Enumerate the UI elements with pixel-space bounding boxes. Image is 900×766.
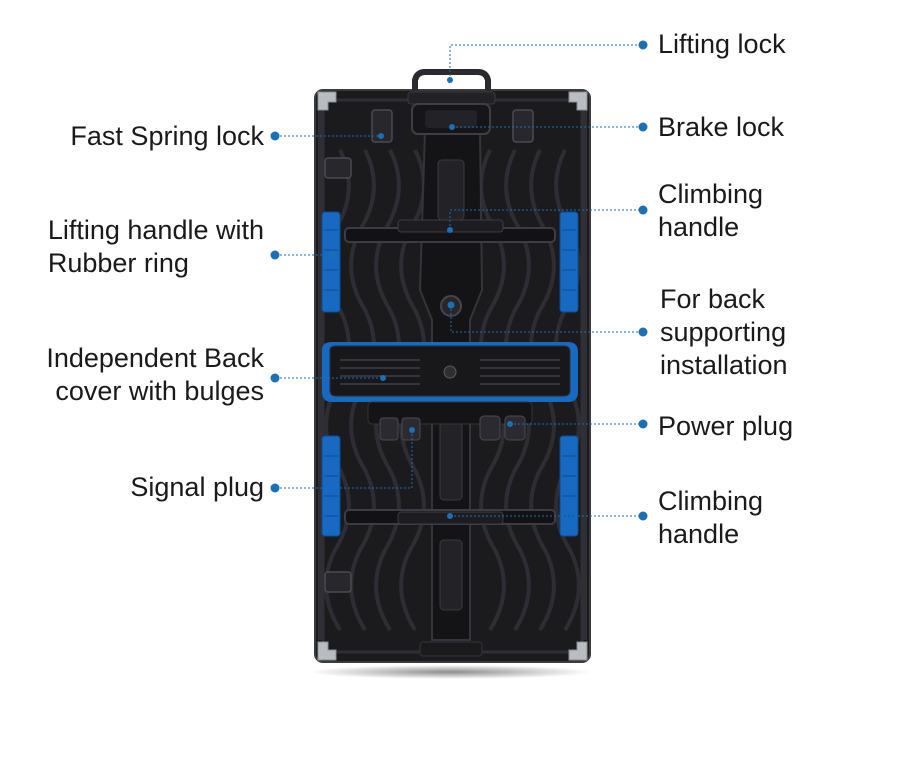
label-fast-spring-lock: Fast Spring lock [70, 121, 264, 151]
leader-for-back-supporting [450, 305, 642, 333]
leader-signal-plug [276, 430, 413, 489]
dot-lifting-lock [638, 40, 648, 50]
rubber-ring-ridges [324, 229, 576, 517]
label-independent-back-cover: Independent Back cover with bulges [46, 343, 264, 406]
blue-lifting-handles [321, 211, 579, 537]
lifting-lock-handle [407, 69, 496, 105]
cabinet-shadow [308, 665, 592, 679]
dot-signal-plug [270, 483, 280, 493]
label-for-back-supporting: For back supporting installation [660, 284, 788, 380]
dot-climbing-handle-bottom [638, 511, 648, 521]
dot-for-back-supporting [638, 327, 648, 337]
dot-back-cover [270, 373, 280, 383]
label-signal-plug: Signal plug [130, 472, 264, 502]
corner-brackets [317, 91, 588, 661]
dot-power-plug [638, 419, 648, 429]
dot-fast-spring-lock [270, 131, 280, 141]
label-brake-lock: Brake lock [658, 112, 785, 142]
leader-climbing-handle-top [449, 209, 642, 230]
fast-spring-locks [324, 109, 534, 593]
dot-lifting-handle [270, 250, 280, 260]
label-lifting-lock: Lifting lock [658, 29, 786, 59]
label-lifting-handle-rubber-ring: Lifting handle with Rubber ring [47, 215, 264, 278]
dot-brake-lock [638, 122, 648, 132]
callout-dots [270, 40, 648, 521]
label-power-plug: Power plug [658, 411, 794, 441]
dot-climbing-handle-top [638, 205, 648, 215]
callout-target-dots [330, 77, 513, 519]
label-climbing-handle-bottom: Climbing handle [658, 486, 764, 549]
power-plug [479, 415, 526, 441]
callout-leaders [276, 44, 642, 517]
label-climbing-handle-top: Climbing handle [658, 179, 764, 242]
brake-lock [411, 103, 491, 135]
